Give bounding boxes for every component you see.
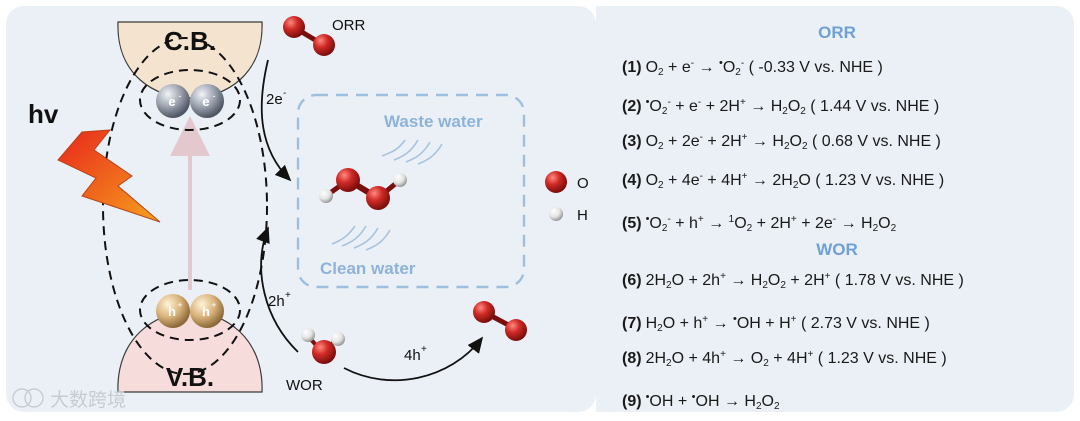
orr-title: ORR	[818, 23, 856, 42]
equation-number: (3)	[622, 133, 642, 150]
equation-number: (4)	[622, 172, 642, 189]
orr-equations: (1)O2 + e- → •O2- ( -0.33 V vs. NHE )(2)…	[622, 44, 1072, 239]
electron-label: e	[202, 94, 209, 109]
oxygen-legend-label: O	[577, 175, 589, 192]
hole-label: h	[202, 304, 210, 319]
vb-label: V.B.	[166, 362, 214, 392]
vb-dashed-loop	[139, 279, 241, 341]
hydrogen-peroxide-molecule-icon	[319, 168, 407, 210]
svg-text:+: +	[211, 300, 216, 310]
equation-number: (2)	[622, 98, 642, 115]
orr-label: ORR	[332, 17, 366, 34]
hole-icon	[156, 294, 190, 328]
equation-number: (9)	[622, 393, 642, 410]
wor-oxygen-arrow	[343, 336, 484, 382]
orr-arrow	[260, 59, 292, 182]
waste-water-label: Waste water	[384, 112, 483, 131]
equation-text: •O2- + e- + 2H+ → H2O2 ( 1.44 V vs. NHE …	[645, 96, 940, 117]
equation-2: (2)•O2- + e- + 2H+ → H2O2 ( 1.44 V vs. N…	[622, 83, 1072, 122]
wor-equations: (6)2H2O + 2h+ → H2O2 + 2H+ ( 1.78 V vs. …	[622, 261, 1072, 417]
electron-icon	[190, 84, 224, 118]
hydrogen-legend-icon	[549, 207, 563, 221]
photon-label: hv	[28, 99, 59, 129]
clean-flow-icon	[331, 225, 391, 251]
watermark-logo-icon	[12, 388, 32, 408]
electron-icon	[156, 84, 190, 118]
svg-text:+: +	[177, 300, 182, 310]
equation-number: (1)	[622, 59, 642, 76]
svg-text:-: -	[283, 88, 286, 99]
cb-dashed-loop	[139, 69, 241, 131]
svg-text:+: +	[421, 344, 427, 355]
hole-icon	[190, 294, 224, 328]
equation-3: (3)O2 + 2e- + 2H+ → H2O2 ( 0.68 V vs. NH…	[622, 122, 1072, 161]
equation-text: 2H2O + 4h+ → O2 + 4H+ ( 1.23 V vs. NHE )	[645, 349, 947, 369]
equation-number: (8)	[622, 350, 642, 367]
wor-title: WOR	[816, 240, 858, 259]
equation-text: •O2- + h+ → 1O2 + 2H+ + 2e- → H2O2	[645, 213, 897, 234]
oxygen-legend-icon	[545, 171, 567, 193]
waste-flow-icon	[381, 139, 443, 165]
two-electron-label: 2e	[266, 91, 283, 108]
outer-dashed-loop	[102, 37, 268, 375]
four-hole-label: 4h	[404, 347, 421, 364]
equation-text: O2 + 2e- + 2H+ → H2O2 ( 0.68 V vs. NHE )	[645, 132, 941, 152]
equation-text: •OH + •OH → H2O2	[645, 391, 780, 412]
equation-text: O2 + 4e- + 4H+ → 2H2O ( 1.23 V vs. NHE )	[645, 171, 945, 191]
equation-number: (6)	[622, 272, 642, 289]
equation-text: 2H2O + 2h+ → H2O2 + 2H+ ( 1.78 V vs. NHE…	[645, 271, 964, 291]
equation-4: (4)O2 + 4e- + 4H+ → 2H2O ( 1.23 V vs. NH…	[622, 161, 1072, 200]
cb-label: C.B.	[164, 26, 216, 56]
equation-text: H2O + h+ → •OH + H+ ( 2.73 V vs. NHE )	[645, 313, 930, 334]
equation-1: (1)O2 + e- → •O2- ( -0.33 V vs. NHE )	[622, 44, 1072, 83]
equation-number: (7)	[622, 315, 642, 332]
water-molecule-icon	[301, 328, 345, 364]
equation-7: (7)H2O + h+ → •OH + H+ ( 2.73 V vs. NHE …	[622, 300, 1072, 339]
clean-water-label: Clean water	[320, 259, 416, 278]
equations-panel	[596, 6, 1074, 412]
equation-list: ORR (1)O2 + e- → •O2- ( -0.33 V vs. NHE …	[622, 22, 1072, 417]
equation-8: (8)2H2O + 4h+ → O2 + 4H+ ( 1.23 V vs. NH…	[622, 339, 1072, 378]
oxygen-molecule-icon	[473, 301, 495, 323]
svg-text:+: +	[285, 290, 291, 301]
equation-number: (5)	[622, 215, 642, 232]
two-hole-label: 2h	[268, 293, 285, 310]
lightning-icon	[57, 129, 161, 223]
wor-arrow	[256, 226, 299, 353]
svg-text:-: -	[213, 91, 216, 101]
hole-label: h	[168, 304, 176, 319]
equation-5: (5)•O2- + h+ → 1O2 + 2H+ + 2e- → H2O2	[622, 200, 1072, 239]
oxygen-molecule-icon	[313, 34, 335, 56]
hydrogen-legend-label: H	[577, 207, 588, 224]
equation-text: O2 + e- → •O2- ( -0.33 V vs. NHE )	[645, 57, 883, 78]
oxygen-molecule-icon	[505, 319, 527, 341]
wor-label: WOR	[286, 377, 323, 394]
electron-label: e	[168, 94, 175, 109]
mechanism-panel	[6, 6, 596, 412]
equation-9: (9)•OH + •OH → H2O2	[622, 378, 1072, 417]
watermark-text: 大数跨境	[50, 389, 126, 411]
svg-text:-: -	[179, 91, 182, 101]
equation-6: (6)2H2O + 2h+ → H2O2 + 2H+ ( 1.78 V vs. …	[622, 261, 1072, 300]
oxygen-molecule-icon	[283, 16, 305, 38]
